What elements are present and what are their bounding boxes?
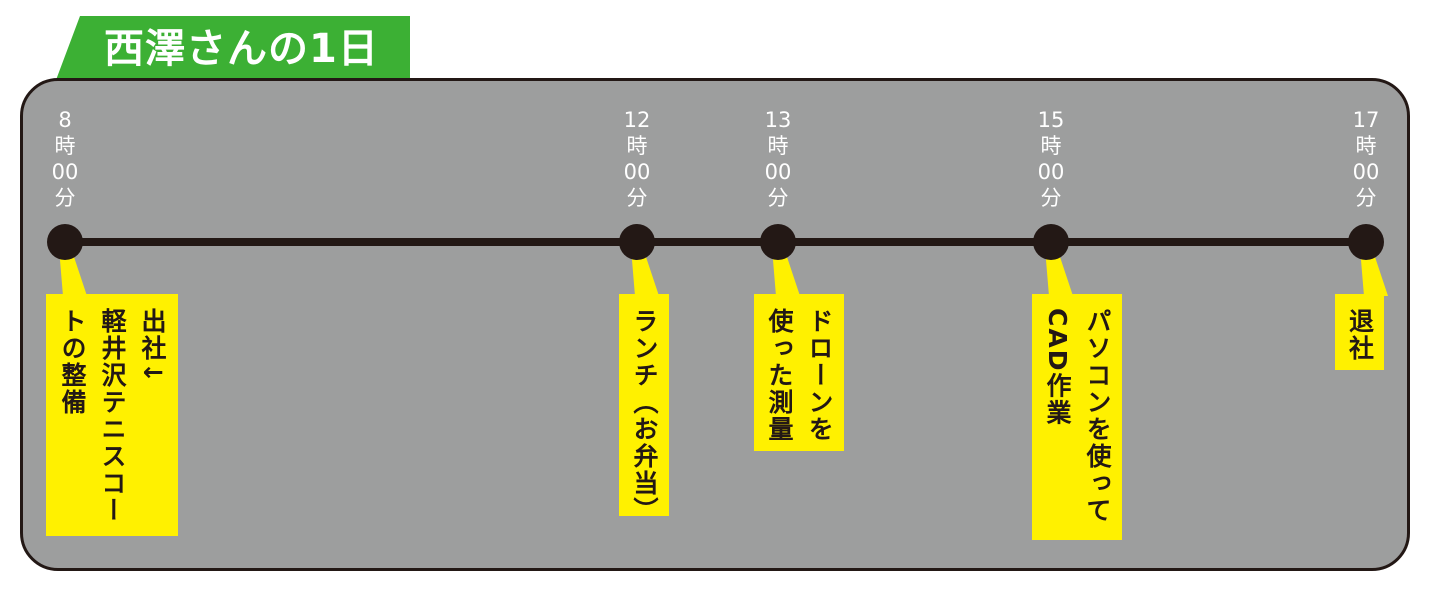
- event-callout: パソコンを使って CAD作業: [1032, 294, 1122, 540]
- time-hour-unit: 時: [767, 134, 789, 158]
- callout-pointer: [772, 248, 800, 296]
- event-text: パソコンを使って: [1083, 308, 1112, 524]
- event-callout: 出社↓ 軽井沢テニスコートの整備: [46, 294, 178, 536]
- event-text: ランチ（お弁当）: [630, 308, 659, 524]
- time-minute-unit: 分: [54, 186, 76, 210]
- event-text: CAD作業: [1043, 308, 1072, 427]
- event-text: 出社↓: [138, 308, 167, 385]
- time-hour: 8: [58, 108, 72, 132]
- timeline-panel: [20, 78, 1410, 571]
- event-text: 使った測量: [765, 308, 794, 443]
- event-text: トの整備: [58, 308, 87, 416]
- event-text: 退社: [1345, 308, 1375, 362]
- event-callout: ドローンを使った測量: [754, 294, 844, 451]
- time-minute-unit: 分: [1355, 186, 1377, 210]
- time-minute: 00: [1037, 160, 1065, 184]
- event-callout: 退社: [1335, 294, 1384, 370]
- time-hour-unit: 時: [626, 134, 648, 158]
- callout-pointer: [59, 248, 87, 296]
- event-callout: ランチ（お弁当）: [619, 294, 669, 524]
- event-text: 軽井沢テニスコー: [98, 308, 127, 524]
- timeline-dot: [1348, 224, 1384, 260]
- callout-pointer: [631, 248, 659, 296]
- timeline-dot: [760, 224, 796, 260]
- time-minute: 00: [1352, 160, 1380, 184]
- timeline-dot: [1033, 224, 1069, 260]
- time-hour-unit: 時: [54, 134, 76, 158]
- time-minute-unit: 分: [767, 186, 789, 210]
- time-hour: 12: [623, 108, 651, 132]
- callout-pointer: [1360, 248, 1388, 296]
- time-hour-unit: 時: [1040, 134, 1062, 158]
- time-hour-unit: 時: [1355, 134, 1377, 158]
- title-banner: [56, 16, 410, 80]
- timeline-dot: [47, 224, 83, 260]
- callout-pointer: [1045, 248, 1073, 296]
- time-minute: 00: [51, 160, 79, 184]
- time-hour: 15: [1037, 108, 1065, 132]
- time-minute-unit: 分: [626, 186, 648, 210]
- event-text: ドローンを: [805, 308, 834, 443]
- time-minute-unit: 分: [1040, 186, 1062, 210]
- page-title: 西澤さんの1日: [104, 26, 379, 72]
- time-hour: 13: [764, 108, 792, 132]
- time-hour: 17: [1352, 108, 1380, 132]
- time-minute: 00: [623, 160, 651, 184]
- timeline-dot: [619, 224, 655, 260]
- time-minute: 00: [764, 160, 792, 184]
